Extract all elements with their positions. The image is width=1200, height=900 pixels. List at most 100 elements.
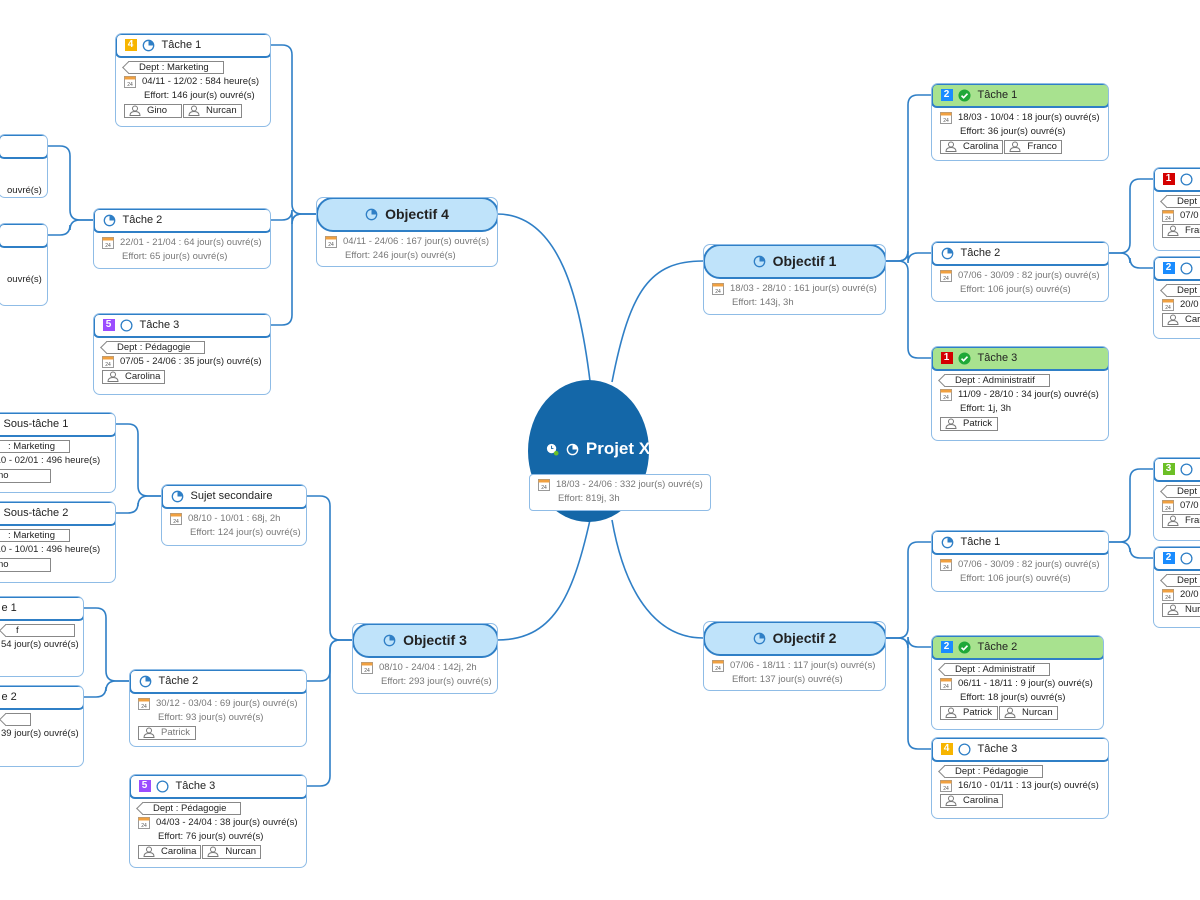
resource-chip[interactable]: Franco (1004, 139, 1063, 154)
dept-tag[interactable]: Dept : Administratif (944, 663, 1050, 676)
resource-chip[interactable]: Gino (124, 103, 182, 118)
node-header[interactable]: Sous-tâche 1 (0, 413, 115, 437)
node-header[interactable]: e 2 (0, 686, 83, 710)
dept-tag[interactable]: Dept : A (1166, 284, 1200, 297)
calendar-icon: 24 (138, 816, 150, 829)
resource-chip[interactable]: Nurc (1162, 602, 1200, 617)
dept-tag[interactable]: Dept : F (1166, 195, 1200, 208)
not-started-icon (1179, 462, 1193, 476)
resource-chip[interactable]: Carolina (138, 844, 202, 859)
task-node-o2t1a[interactable]: 3SDept : A2407/0Fran (1153, 457, 1200, 541)
node-header[interactable]: 1S (1154, 168, 1200, 192)
dates-duration: 16/10 - 01/11 : 13 jour(s) ouvré(s) (958, 779, 1099, 791)
dept-tag[interactable] (5, 713, 31, 726)
not-started-icon (119, 318, 133, 332)
effort: Effort: 293 jour(s) ouvré(s) (381, 675, 492, 687)
task-node-o1t2b[interactable]: 2SDept : A2420/0Caro (1153, 256, 1200, 339)
task-node-o2t1b[interactable]: 2SDept : A2420/0Nurc (1153, 546, 1200, 628)
resource-chip[interactable]: Nurcan (999, 705, 1058, 720)
resource-chip[interactable]: Nurcan (202, 844, 262, 859)
check-done-icon (957, 88, 971, 102)
node-details: Dept : A2420/0Nurc (1154, 571, 1200, 621)
resource-chip[interactable]: Fran (1162, 513, 1200, 528)
svg-text:24: 24 (1165, 305, 1171, 311)
dept-tag[interactable]: Dept : Pédagogie (106, 341, 206, 354)
resource-chip[interactable]: Carolina (940, 793, 1004, 808)
dept-tag[interactable]: Dept : A (1166, 485, 1200, 498)
resource-chip[interactable]: Nurcan (183, 103, 242, 118)
dates-duration: 22/01 - 21/04 : 64 jour(s) ouvré(s) (120, 236, 262, 248)
not-started-icon (1179, 551, 1193, 565)
resource-chip[interactable]: Patrick (940, 705, 998, 720)
dept-tag[interactable]: : Marketing (0, 529, 70, 542)
dept-tag[interactable]: Dept : Marketing (128, 61, 224, 74)
resource-chip[interactable]: Carolina (940, 139, 1004, 154)
task-node-o3s1[interactable]: Sous-tâche 1: Marketing/10 - 02/01 : 496… (0, 412, 116, 493)
task-node-o4t2b[interactable]: ouvré(s) (0, 223, 48, 306)
node-header[interactable]: Objectif 4 (317, 198, 497, 232)
dept-tag[interactable]: Dept : Administratif (944, 374, 1050, 387)
svg-text:24: 24 (943, 684, 949, 690)
calendar-icon: 24 (1162, 298, 1174, 311)
node-header[interactable]: e 1 (0, 597, 83, 621)
central-topic-title-row[interactable]: Projet X (528, 438, 668, 460)
effort: Effort: 124 jour(s) ouvré(s) (190, 526, 301, 538)
resource-chip[interactable]: Patrick (940, 416, 998, 431)
node-header[interactable] (0, 135, 47, 159)
node-details: ouvré(s) (0, 159, 47, 198)
dept-tag[interactable]: f (5, 624, 75, 637)
dept-tag[interactable]: : Marketing (0, 440, 70, 453)
node-header[interactable]: Tâche 2 (932, 242, 1108, 266)
node-header[interactable]: Tâche 2 (94, 209, 270, 233)
task-node-o4t2a[interactable]: ouvré(s) (0, 134, 48, 198)
resource-chip[interactable]: no (0, 468, 51, 483)
dept-tag[interactable]: Dept : Pédagogie (944, 765, 1044, 778)
dept-tag[interactable]: Dept : A (1166, 574, 1200, 587)
priority-1-icon: 1 (940, 352, 953, 364)
node-header[interactable]: 2S (1154, 547, 1200, 571)
resource-chip[interactable]: Fran (1162, 223, 1200, 238)
node-header[interactable]: Objectif 3 (353, 624, 497, 658)
node-header[interactable] (0, 224, 47, 248)
node-header[interactable]: 2S (1154, 257, 1200, 281)
node-header[interactable]: Tâche 1 (932, 531, 1108, 555)
node-header[interactable]: Objectif 1 (704, 245, 885, 279)
resource-chip[interactable]: Carolina (102, 369, 166, 384)
task-node-o3s2[interactable]: Sous-tâche 2: Marketing/10 - 10/01 : 496… (0, 501, 116, 583)
resource-chip[interactable]: Caro (1162, 312, 1200, 327)
node-header[interactable]: Sujet secondaire (162, 485, 306, 509)
node-header[interactable]: Sous-tâche 2 (0, 502, 115, 526)
node-header[interactable]: Objectif 2 (704, 622, 885, 656)
resource-chip[interactable]: no (0, 557, 51, 572)
resource-chip[interactable]: Patrick (138, 725, 196, 740)
dept-tag[interactable]: Dept : Pédagogie (142, 802, 242, 815)
node-header[interactable]: 3S (1154, 458, 1200, 482)
task-node-o1t2a[interactable]: 1SDept : F2407/0Fran (1153, 167, 1200, 251)
node-header[interactable]: Tâche 2 (130, 670, 306, 694)
